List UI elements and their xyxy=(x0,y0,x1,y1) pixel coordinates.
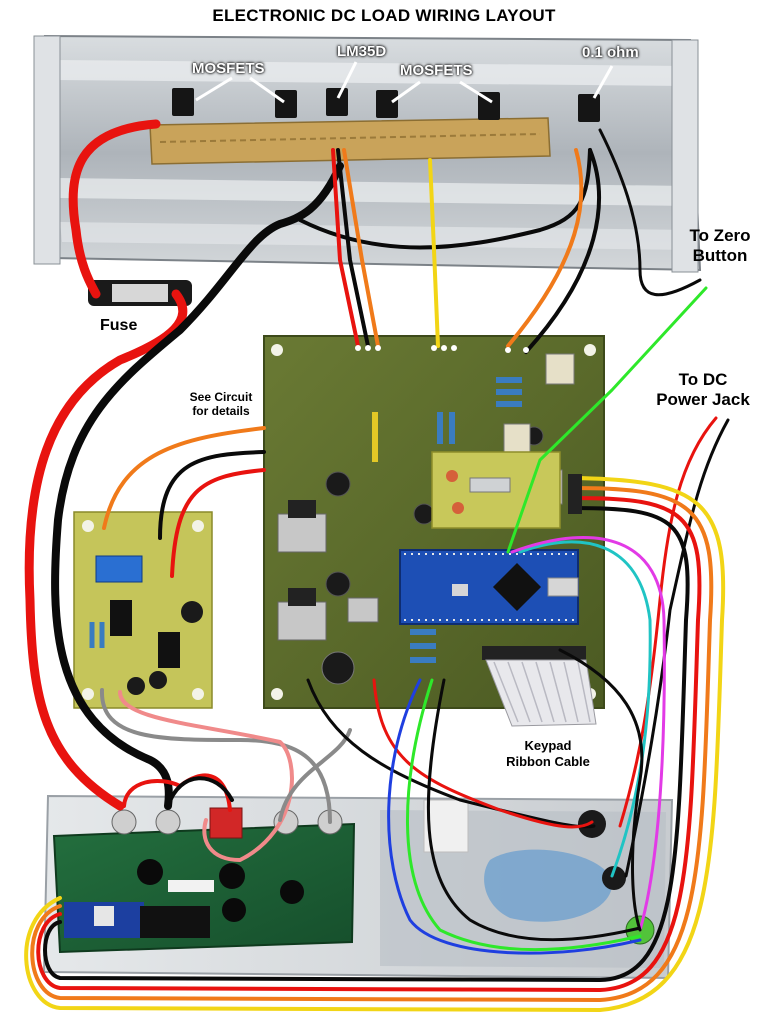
fuse-holder xyxy=(88,280,192,306)
label-to-dc-power-jack: To DC Power Jack xyxy=(638,370,768,411)
label-see-circuit-line1: See Circuit xyxy=(189,390,253,404)
label-see-circuit: See Circuit for details xyxy=(176,390,266,419)
label-keypad-ribbon: Keypad Ribbon Cable xyxy=(488,738,608,769)
mosfet-transistors xyxy=(172,88,600,122)
label-keypad-line2: Ribbon Cable xyxy=(506,753,590,769)
label-shunt-resistor: 0.1 ohm xyxy=(582,44,639,61)
label-fuse: Fuse xyxy=(100,317,138,334)
label-keypad-line1: Keypad xyxy=(524,738,572,753)
arduino-nano-board xyxy=(399,549,579,625)
main-board-top-pins xyxy=(355,345,529,353)
label-mosfets-right: MOSFETS xyxy=(400,62,473,79)
label-see-circuit-line2: for details xyxy=(192,404,250,419)
label-to-zero-button: To Zero Button xyxy=(672,226,768,267)
label-mosfets-left: MOSFETS xyxy=(192,60,265,77)
wire-black-main xyxy=(51,162,344,810)
lcd-display-board xyxy=(52,822,356,954)
diagram-title: ELECTRONIC DC LOAD WIRING LAYOUT xyxy=(212,6,556,25)
label-to-zero-line1: To Zero xyxy=(689,226,751,245)
opamp-sub-board xyxy=(73,511,213,709)
label-to-dc-line2: Power Jack xyxy=(656,390,750,410)
pointer-arrows xyxy=(195,61,614,104)
wires xyxy=(24,119,730,1012)
trimmer-proto-board xyxy=(431,451,561,529)
keypad-ribbon-cable xyxy=(482,646,597,727)
wire-red-main xyxy=(24,119,188,811)
mosfet-strip-board xyxy=(149,117,551,165)
main-board-right-header xyxy=(568,474,582,514)
binding-posts xyxy=(111,807,655,945)
label-to-dc-line1: To DC xyxy=(678,370,728,389)
label-to-zero-line2: Button xyxy=(692,246,748,266)
label-lm35d: LM35D xyxy=(337,43,387,60)
